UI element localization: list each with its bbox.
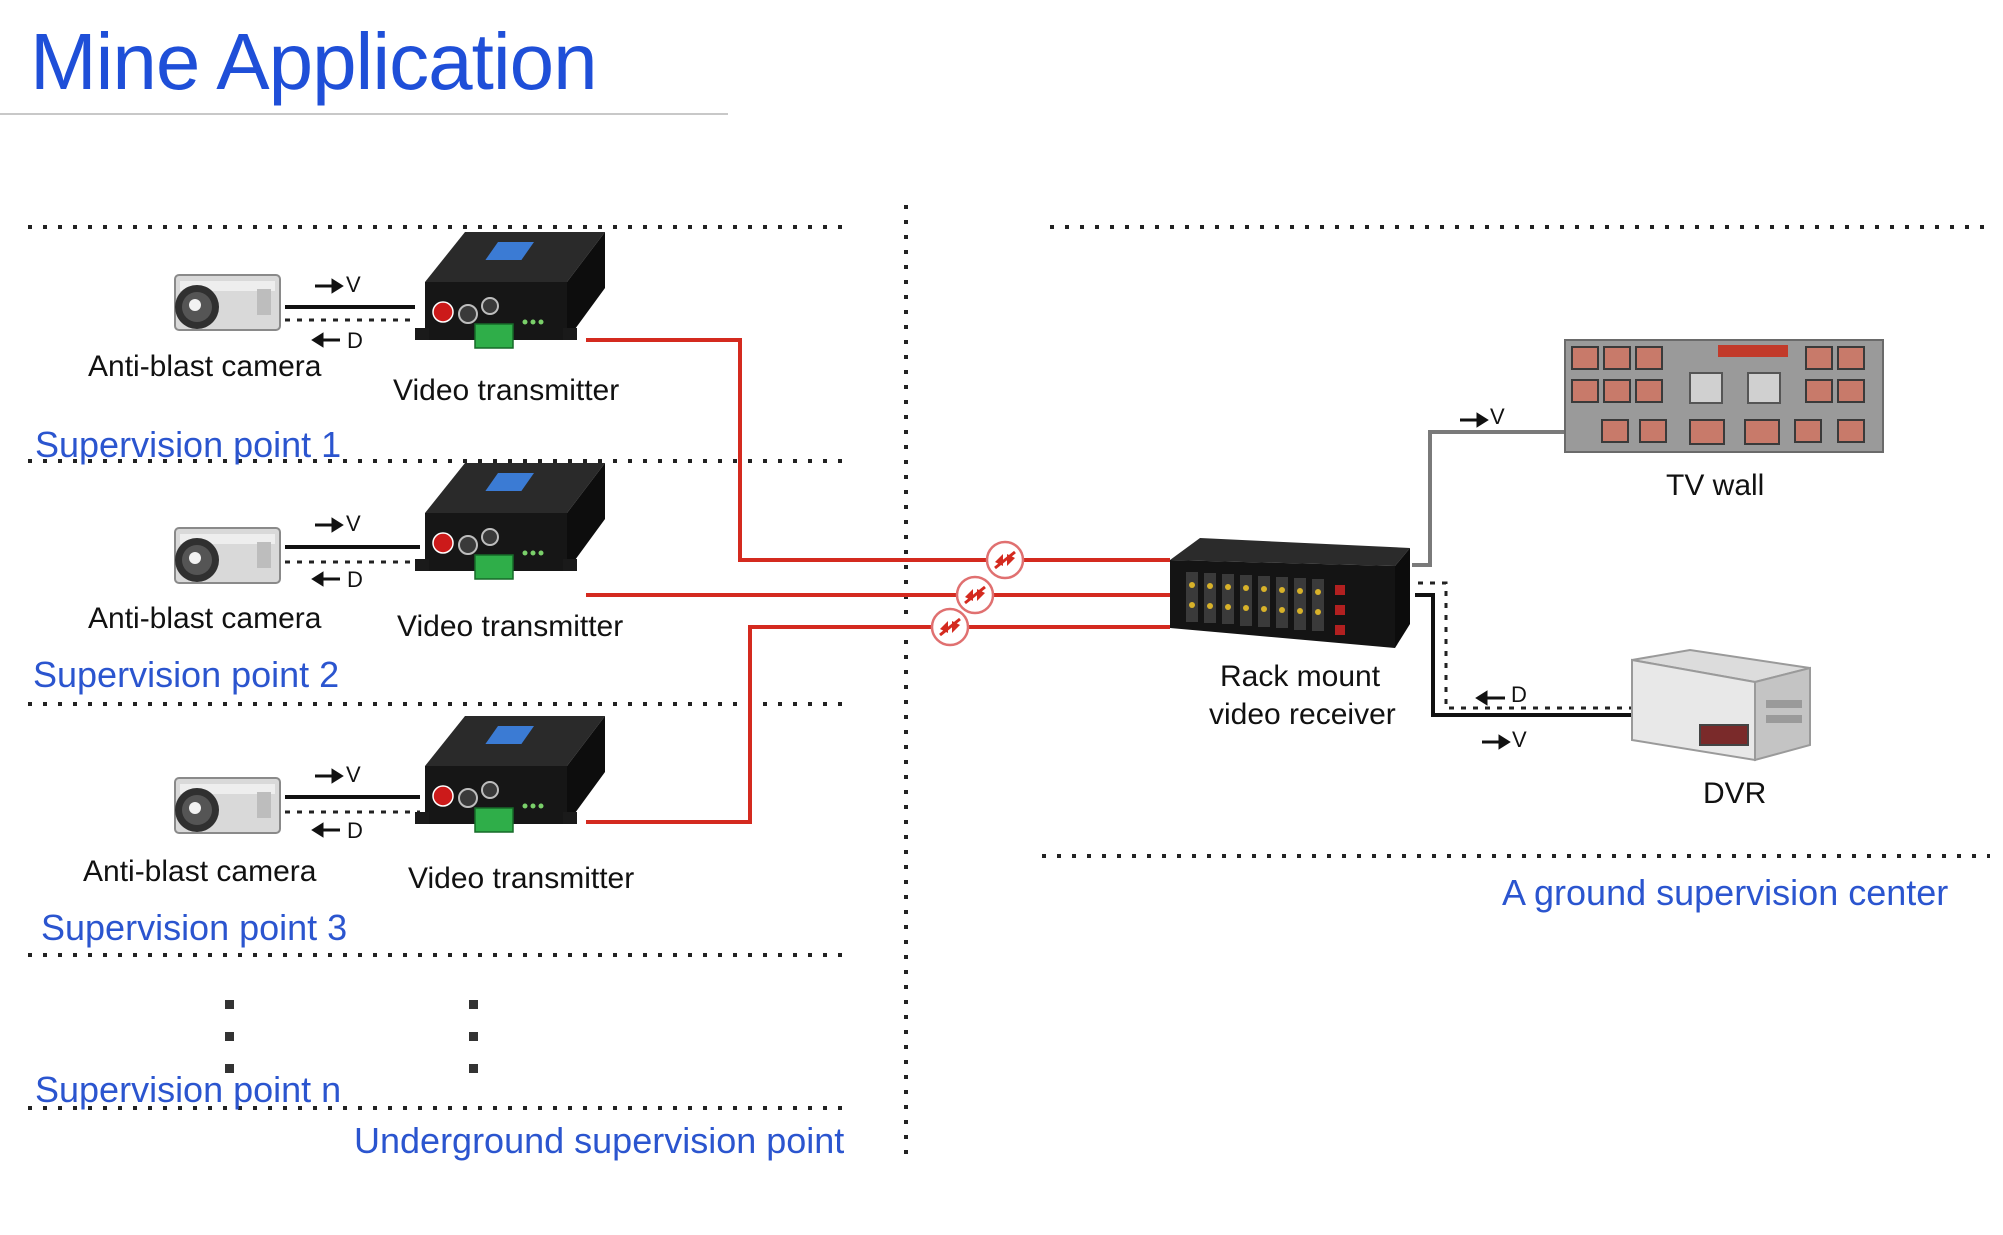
ground-caption: A ground supervision center (1502, 872, 1949, 913)
tv-wall-label: TV wall (1666, 469, 1765, 502)
camera-icon (174, 527, 281, 584)
receiver-label-line2: video receiver (1209, 698, 1396, 731)
ellipsis-dots (225, 1000, 478, 1073)
video-label: V (1490, 404, 1505, 429)
supervision-point-n-label: Supervision point n (35, 1069, 342, 1110)
supervision-point-label: Supervision point 1 (35, 424, 342, 465)
separator-lines (28, 205, 1990, 1165)
video-label: V (346, 272, 361, 297)
dvr-label: DVR (1703, 777, 1767, 810)
fiber-connector-icon (985, 540, 1025, 580)
transmitter-icon (414, 462, 606, 580)
receiver-label-line1: Rack mount (1220, 660, 1381, 693)
data-label: D (347, 567, 363, 592)
data-label: D (347, 328, 363, 353)
video-label: V (346, 762, 361, 787)
transmitter-icon (414, 231, 606, 349)
underground-caption: Underground supervision point (354, 1120, 845, 1161)
ground-cables (1412, 430, 1640, 717)
camera-icon (174, 274, 281, 331)
camera-label: Anti-blast camera (83, 855, 317, 888)
fiber-connector-icon (955, 575, 995, 615)
transmitter-label: Video transmitter (408, 862, 635, 895)
camera-label: Anti-blast camera (88, 350, 322, 383)
supervision-point-label: Supervision point 3 (41, 907, 348, 948)
transmitter-icon (414, 715, 606, 833)
dvr-icon (1631, 648, 1811, 762)
camera-icon (174, 777, 281, 834)
transmitter-label: Video transmitter (397, 610, 624, 643)
camera-links (285, 305, 420, 814)
data-label: D (1511, 682, 1527, 707)
data-label: D (347, 818, 363, 843)
page-title: Mine Application (30, 17, 598, 106)
supervision-point-label: Supervision point 2 (33, 654, 340, 695)
transmitter-label: Video transmitter (393, 374, 620, 407)
flow-arrows (311, 278, 1511, 838)
video-label: V (346, 511, 361, 536)
fiber-lines (586, 338, 1170, 824)
tv-wall-icon (1564, 339, 1884, 453)
rack-receiver-icon (1170, 538, 1410, 648)
video-label: V (1512, 727, 1527, 752)
camera-label: Anti-blast camera (88, 602, 322, 635)
fiber-connector-icon (930, 607, 970, 647)
